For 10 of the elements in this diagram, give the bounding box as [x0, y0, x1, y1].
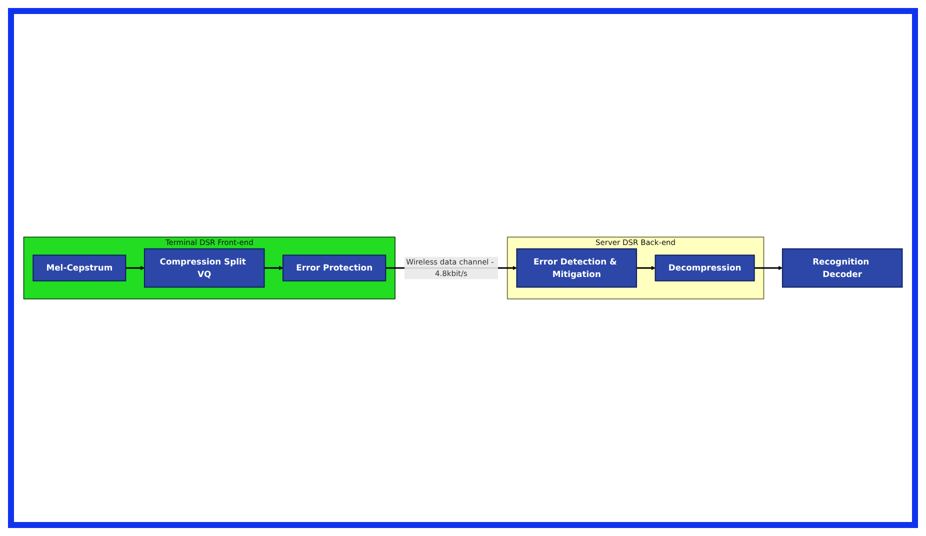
- node-box: Compression Split VQ: [144, 248, 265, 288]
- node-box: Error Protection: [282, 254, 386, 282]
- node-box: Decompression: [654, 254, 755, 282]
- arrow: [264, 266, 284, 270]
- arrow: [636, 266, 656, 270]
- node-box: Mel-Cepstrum: [32, 254, 126, 282]
- arrow: [126, 266, 145, 270]
- node-box: Recognition Decoder: [782, 248, 903, 288]
- node-box: Error Detection & Mitigation: [516, 248, 638, 288]
- arrow: [754, 266, 783, 270]
